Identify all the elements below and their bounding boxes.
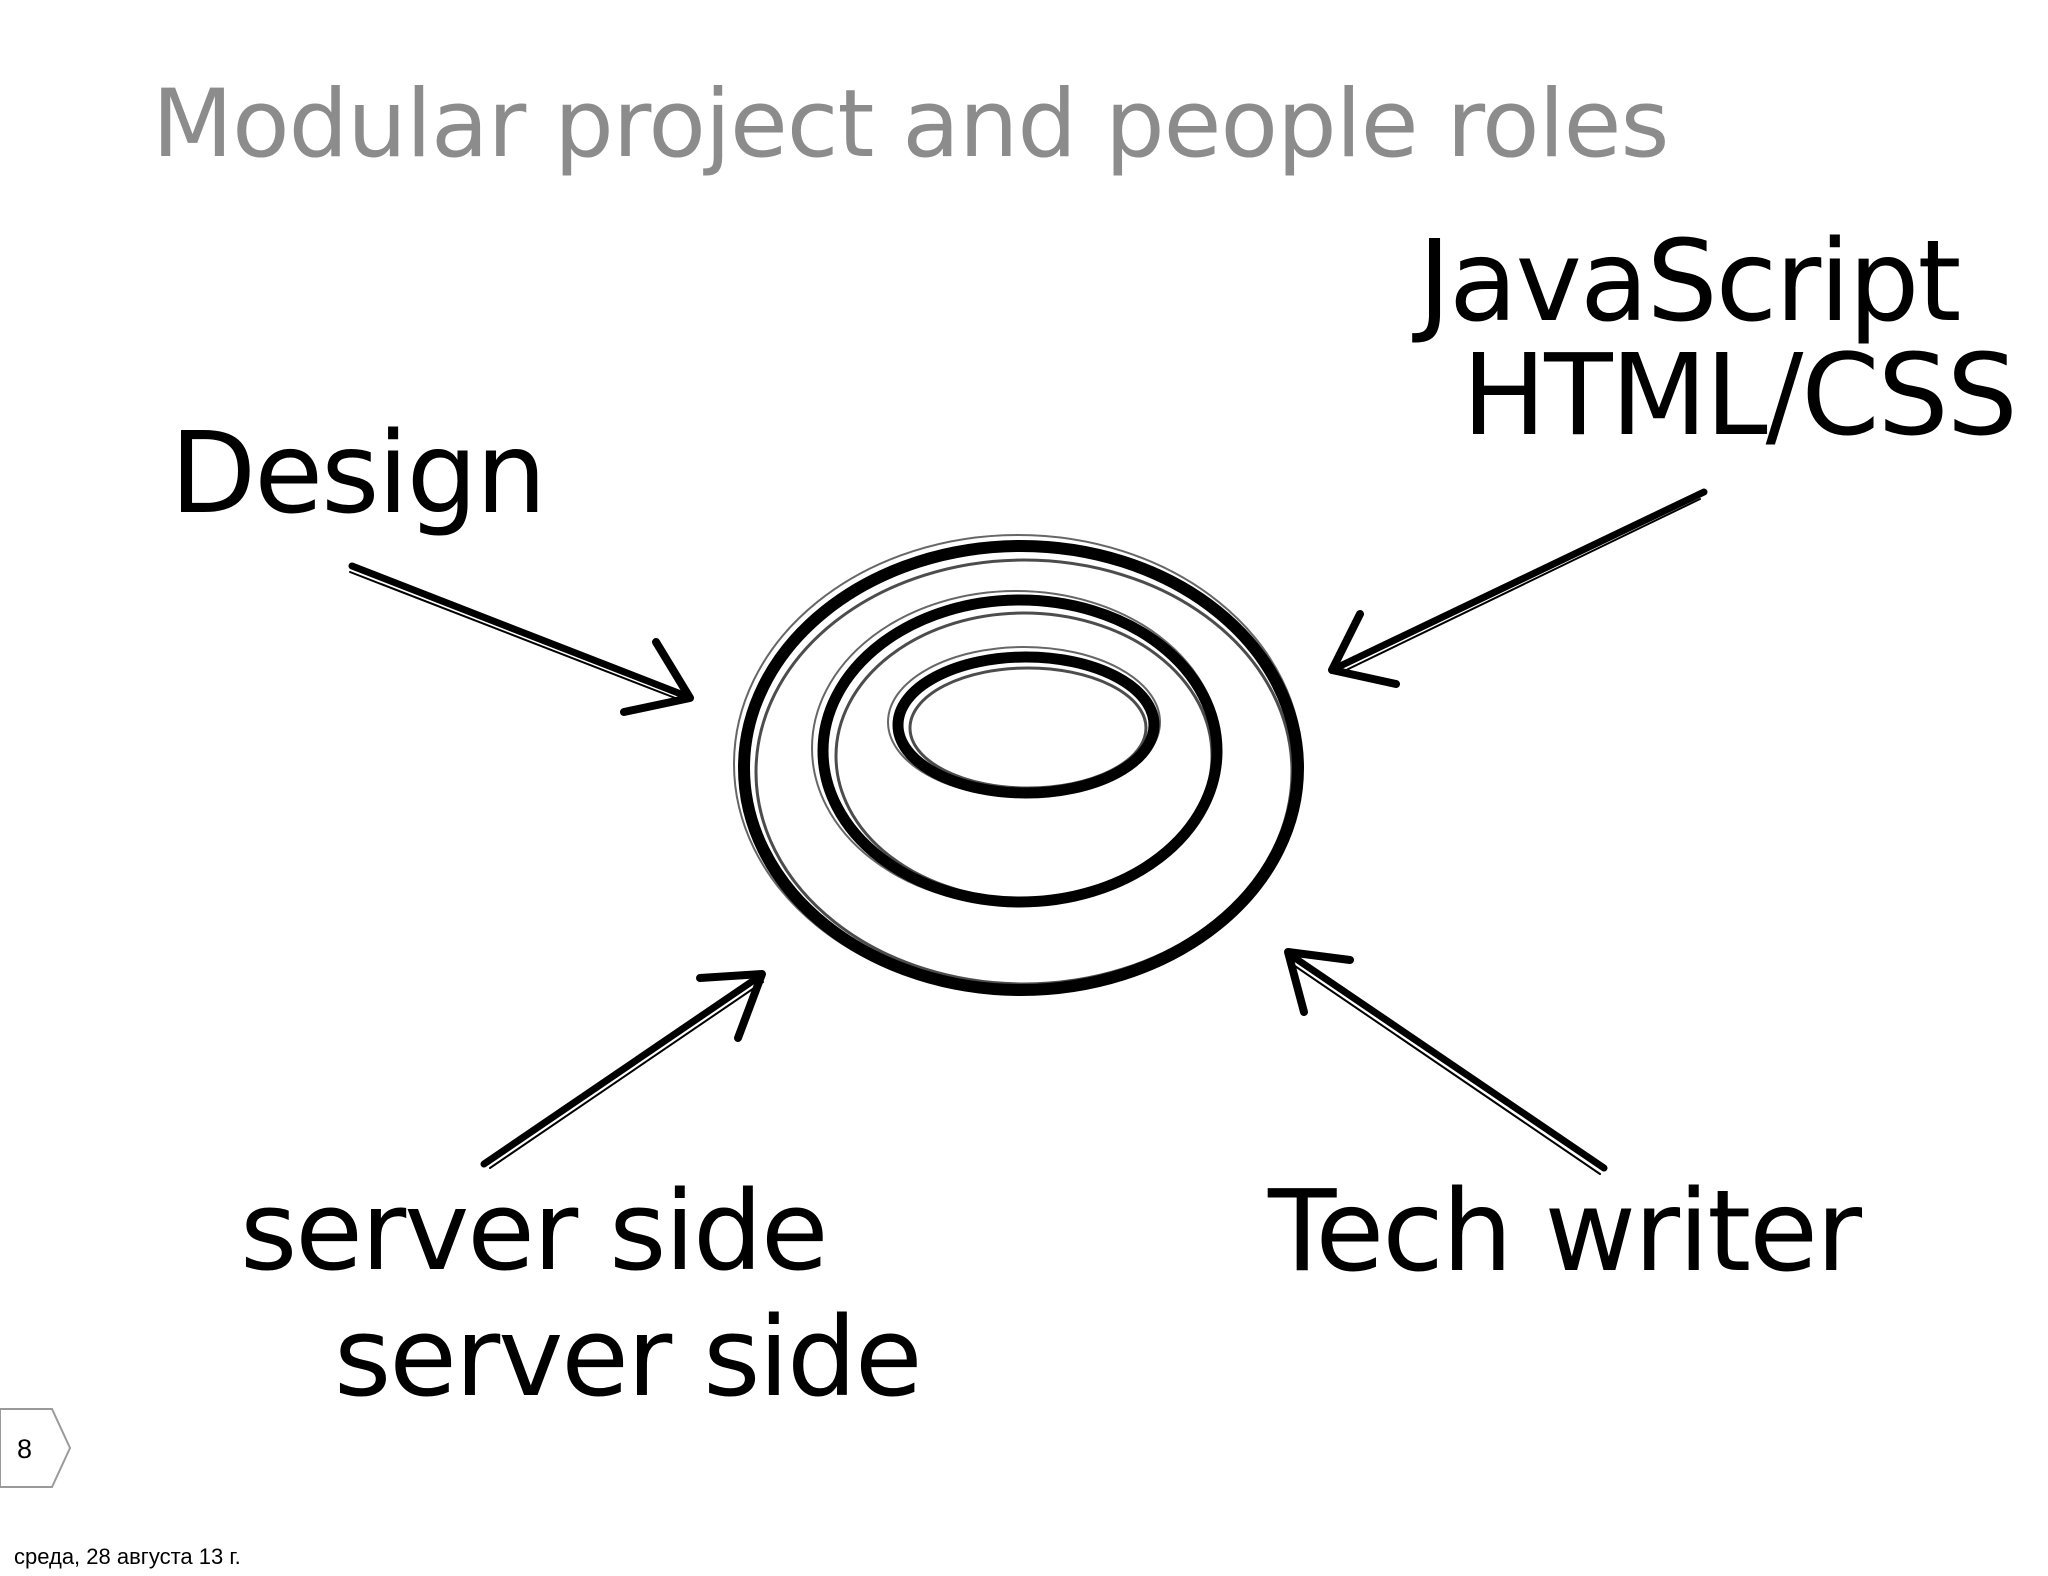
role-label-tech-writer: Tech writer: [1268, 1167, 1862, 1297]
inner-ring: [887, 646, 1161, 799]
page-number: 8: [17, 1434, 33, 1464]
design-arrow: [348, 562, 694, 716]
middle-ring: [811, 590, 1223, 908]
outer-ring: [733, 534, 1304, 996]
server-side-arrow: [480, 970, 766, 1169]
role-label-javascript: JavaScript: [1418, 217, 1961, 347]
tech-writer-arrow: [1284, 948, 1608, 1175]
page-number-marker-icon: [0, 1408, 72, 1488]
javascript-arrow: [1328, 488, 1708, 688]
footer-date: среда, 28 августа 13 г.: [14, 1544, 241, 1569]
role-label-design: Design: [170, 409, 547, 539]
slide-title: Modular project and people roles: [152, 70, 1669, 179]
role-label-html-css: HTML/CSS: [1462, 331, 2018, 461]
role-label-server-side: server side: [240, 1167, 829, 1295]
role-label-server-side-second: server side: [334, 1293, 923, 1421]
